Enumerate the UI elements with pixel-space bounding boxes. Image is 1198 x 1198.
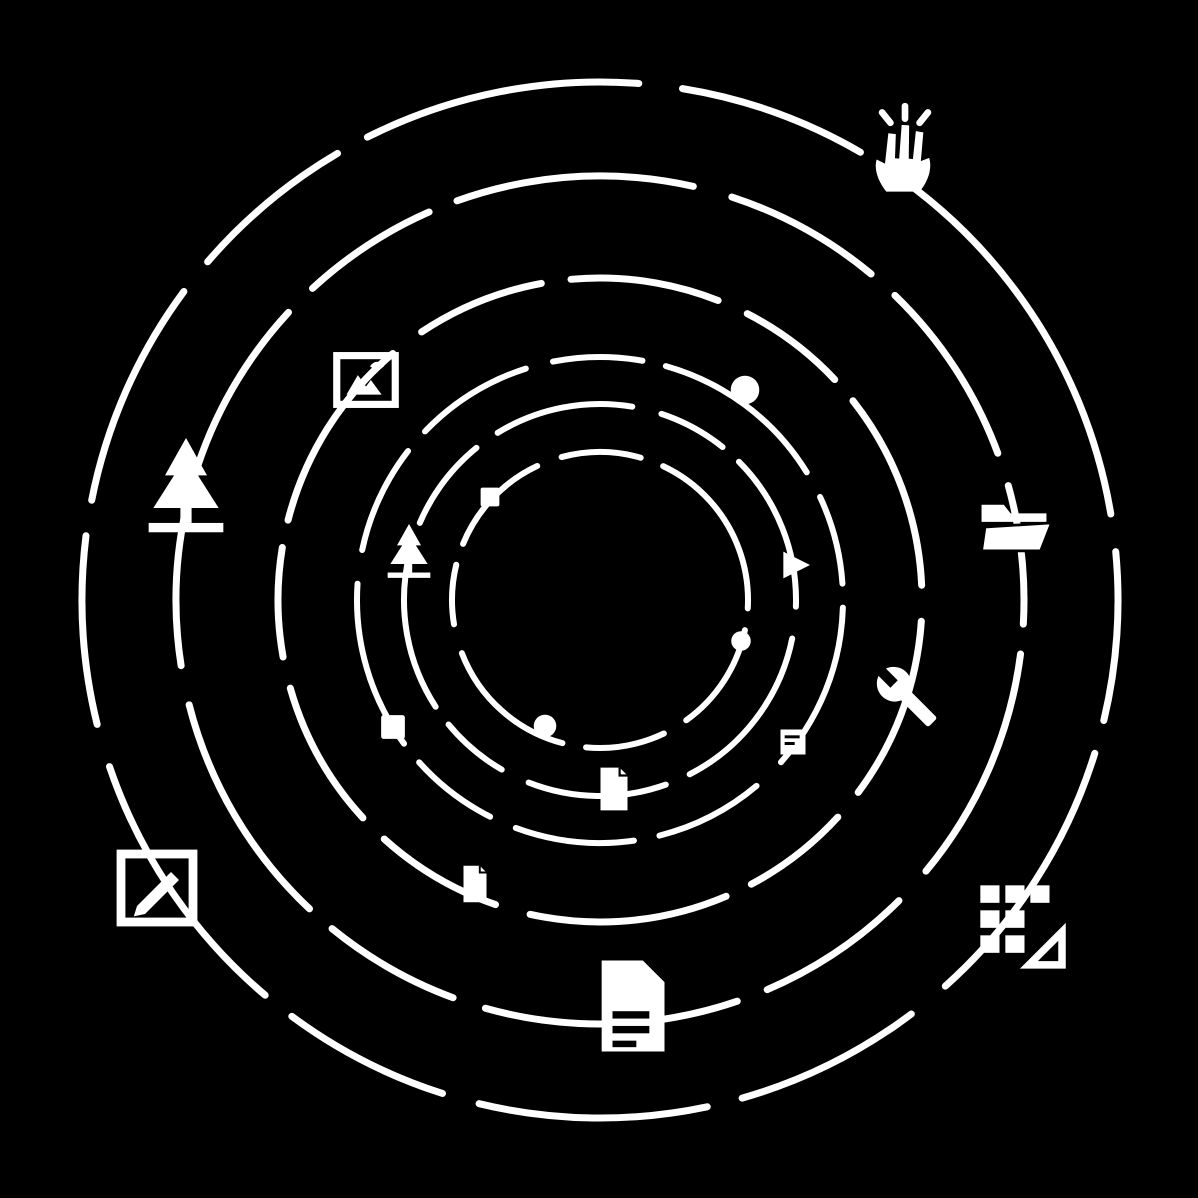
square-icon	[381, 715, 405, 739]
small-tree-icon	[387, 524, 431, 578]
orbit-ring	[401, 401, 799, 799]
orbit-ring	[449, 449, 751, 751]
hand-rays-icon	[876, 106, 931, 191]
orbit-ring	[274, 274, 926, 926]
wrench-icon	[876, 666, 937, 727]
file-icon	[462, 864, 488, 904]
blueprint-icon	[980, 885, 1066, 969]
dot-icon	[533, 714, 557, 738]
tree-icon	[148, 438, 224, 533]
orbit-ring	[354, 354, 846, 846]
document-icon	[599, 766, 629, 812]
asteroid-dot-icon	[730, 375, 760, 405]
text-document-icon	[601, 960, 665, 1052]
orbit-ring	[172, 172, 1028, 1028]
small-square-icon	[480, 487, 500, 507]
panel-icon	[780, 729, 806, 755]
small-dot-icon	[731, 631, 751, 651]
